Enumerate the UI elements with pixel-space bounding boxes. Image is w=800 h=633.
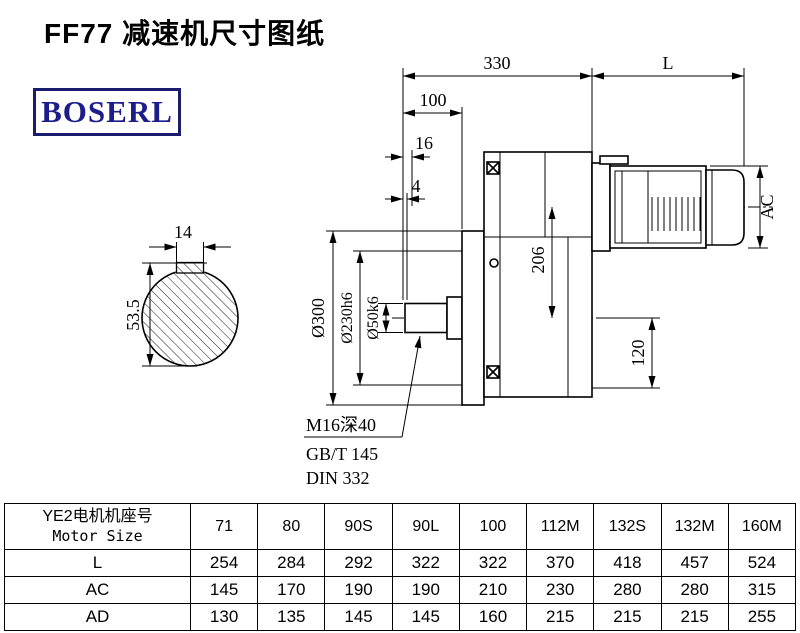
table-cell: 215 — [526, 603, 595, 631]
table-cell: 130 — [189, 603, 259, 631]
dim-keyway-width: 14 — [174, 222, 192, 242]
row-label: AD — [4, 603, 191, 631]
table-cell: 190 — [391, 576, 460, 604]
size-col-header: 100 — [458, 503, 528, 550]
brand-logo: BOSERL — [33, 88, 181, 136]
table-cell: 322 — [391, 549, 460, 577]
motor-stator-lines — [651, 197, 701, 231]
table-cell: 457 — [660, 549, 729, 577]
size-col-header: 112M — [526, 503, 595, 550]
table-cell: 292 — [324, 549, 393, 577]
table-cell: 254 — [189, 549, 259, 577]
table-cell: 215 — [593, 603, 662, 631]
reducer-side-view — [392, 151, 772, 406]
table-cell: 284 — [257, 549, 326, 577]
row-label: L — [4, 549, 191, 577]
table-header-row: YE2电机机座号 Motor Size 71 80 90S 90L 100 11… — [4, 503, 797, 550]
motor-size-header-cn: YE2电机机座号 — [42, 508, 153, 526]
dim-16: 16 — [415, 133, 433, 153]
table-cell: 315 — [727, 576, 797, 604]
dim-4: 4 — [412, 176, 421, 196]
table-cell: 230 — [526, 576, 595, 604]
table-cell: 210 — [458, 576, 528, 604]
note-standard-1: GB/T 145 — [306, 444, 378, 464]
dim-flange-diameter: Ø300 — [308, 298, 328, 338]
page-title: FF77 减速机尺寸图纸 — [44, 18, 326, 49]
table-cell: 215 — [660, 603, 729, 631]
bolt-hole-top — [486, 161, 500, 175]
table-cell: 145 — [391, 603, 460, 631]
table-cell: 280 — [660, 576, 729, 604]
shaft-section-view: 14 53.5 — [123, 222, 239, 367]
table-cell: 145 — [189, 576, 259, 604]
dimension-table: YE2电机机座号 Motor Size 71 80 90S 90L 100 11… — [4, 503, 797, 631]
size-col-header: 71 — [189, 503, 259, 550]
dim-keyway-height: 53.5 — [123, 299, 143, 331]
table-cell: 524 — [727, 549, 797, 577]
motor-size-header: YE2电机机座号 Motor Size — [4, 503, 191, 550]
motor-size-header-en: Motor Size — [52, 527, 143, 546]
size-col-header: 90S — [324, 503, 393, 550]
table-cell: 170 — [257, 576, 326, 604]
table-cell: 280 — [593, 576, 662, 604]
dim-120: 120 — [628, 340, 648, 367]
dim-spigot-diameter: Ø230h6 — [339, 292, 356, 344]
note-tapped-hole: M16深40 — [306, 415, 376, 435]
table-cell: 418 — [593, 549, 662, 577]
size-col-header: 80 — [257, 503, 326, 550]
size-col-header: 160M — [727, 503, 797, 550]
table-row-L: L 254 284 292 322 322 370 418 457 524 — [4, 549, 797, 577]
table-cell: 145 — [324, 603, 393, 631]
dim-shaft-diameter: Ø50k6 — [365, 296, 382, 340]
table-cell: 370 — [526, 549, 595, 577]
dim-100: 100 — [420, 90, 447, 110]
dim-206: 206 — [528, 247, 548, 274]
size-col-header: 132M — [660, 503, 729, 550]
table-cell: 255 — [727, 603, 797, 631]
table-cell: 322 — [458, 549, 528, 577]
bolt-hole-bottom — [486, 365, 500, 379]
dimensions: 330 L 100 16 4 Ø300 Ø230h6 Ø50k6 206 — [308, 53, 777, 406]
dim-330: 330 — [484, 53, 511, 73]
note-standard-2: DIN 332 — [306, 468, 370, 488]
table-cell: 160 — [458, 603, 528, 631]
table-cell: 135 — [257, 603, 326, 631]
size-col-header: 132S — [593, 503, 662, 550]
technical-drawing: 14 53.5 — [123, 53, 777, 488]
row-label: AC — [4, 576, 191, 604]
size-col-header: 90L — [391, 503, 460, 550]
table-cell: 190 — [324, 576, 393, 604]
table-row-AC: AC 145 170 190 190 210 230 280 280 315 — [4, 576, 797, 604]
notes: M16深40 GB/T 145 DIN 332 — [304, 335, 422, 488]
table-row-AD: AD 130 135 145 145 160 215 215 215 255 — [4, 603, 797, 631]
dim-AC: AC — [757, 194, 777, 219]
dim-L: L — [663, 53, 674, 73]
